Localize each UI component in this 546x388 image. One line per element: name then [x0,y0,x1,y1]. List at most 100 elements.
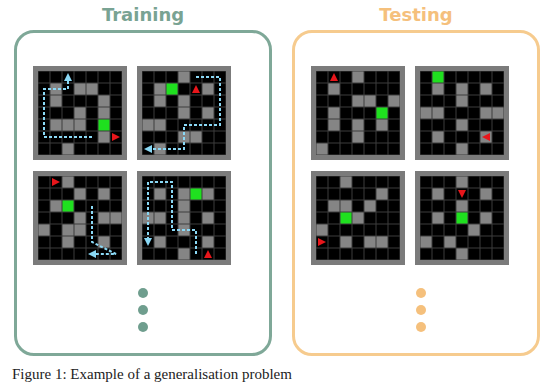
maze-cell [469,108,480,119]
maze-cell [87,177,98,188]
maze-cell [445,213,456,224]
maze-wall [341,177,352,188]
maze-cell [421,144,432,155]
maze-cell [389,132,400,143]
figure-caption: Figure 1: Example of a generalisation pr… [12,366,292,383]
maze-cell [353,225,364,236]
maze-cell [179,84,190,95]
maze-cell [493,249,504,260]
maze-cell [481,144,492,155]
maze-cell [167,249,178,260]
maze-grid [311,171,405,265]
maze-cell [63,249,74,260]
maze-wall [51,96,62,107]
maze-cell [433,96,444,107]
maze-cell [317,96,328,107]
maze-wall [341,237,352,248]
maze-cell [365,189,376,200]
maze-border [311,66,405,160]
maze-cell [389,189,400,200]
maze-cell [445,144,456,155]
maze-cell [493,225,504,236]
maze-cell [433,72,444,83]
maze-wall [433,189,444,200]
maze-cell [329,144,340,155]
maze-wall [75,189,86,200]
ellipsis-dot [138,322,148,332]
maze-cell [63,96,74,107]
maze-cell [493,144,504,155]
maze-cell [353,177,364,188]
maze-cell [421,177,432,188]
maze-floor [38,71,122,155]
maze-wall [179,108,190,119]
agent-marker [204,250,212,258]
maze-wall [433,108,444,119]
maze-cell [99,201,110,212]
maze-grid [33,171,127,265]
maze-wall [353,96,364,107]
maze-cell [421,213,432,224]
maze-cell [143,108,154,119]
maze-cell [457,213,468,224]
maze-cell [111,189,122,200]
maze-cell [317,84,328,95]
maze-cell [389,84,400,95]
maze-cell [87,108,98,119]
maze-wall [99,108,110,119]
maze-grid [311,66,405,160]
maze-cell [377,72,388,83]
maze-wall [99,96,110,107]
maze-cell [329,225,340,236]
maze-wall [457,201,468,212]
maze-cell [87,72,98,83]
maze-grid [33,66,127,160]
maze-cell [111,84,122,95]
maze-grid [415,171,509,265]
maze-wall [377,237,388,248]
maze-cell [469,201,480,212]
maze-wall [99,213,110,224]
maze-cell [365,225,376,236]
maze-cell [75,177,86,188]
trajectory-path [148,77,220,149]
maze-cell [191,189,202,200]
maze-wall [329,120,340,131]
maze-wall [457,177,468,188]
maze-wall [481,213,492,224]
maze-cell [87,120,98,131]
maze-cell [203,249,214,260]
maze-wall [155,189,166,200]
maze-cell [365,120,376,131]
maze-wall [481,132,492,143]
maze-cell [365,84,376,95]
maze-border [415,171,509,265]
maze-cell [457,72,468,83]
maze-cell [215,237,226,248]
maze-cell [377,84,388,95]
maze-wall [377,189,388,200]
maze-cell [481,201,492,212]
maze-cell [329,189,340,200]
agent-marker [330,73,338,81]
maze-wall [203,237,214,248]
maze-cell [365,249,376,260]
maze-cell [365,132,376,143]
maze-cell [191,201,202,212]
maze-wall [75,108,86,119]
maze-cell [99,144,110,155]
maze-wall [63,225,74,236]
maze-wall [341,201,352,212]
maze-wall [155,84,166,95]
maze-cell [341,96,352,107]
maze-cell [469,144,480,155]
maze-wall [63,120,74,131]
maze-cell [377,249,388,260]
maze-cell [111,108,122,119]
maze-wall [155,237,166,248]
maze-wall [203,189,214,200]
maze-cell [433,225,444,236]
panel-title: Training [17,4,269,25]
maze-cell [341,132,352,143]
